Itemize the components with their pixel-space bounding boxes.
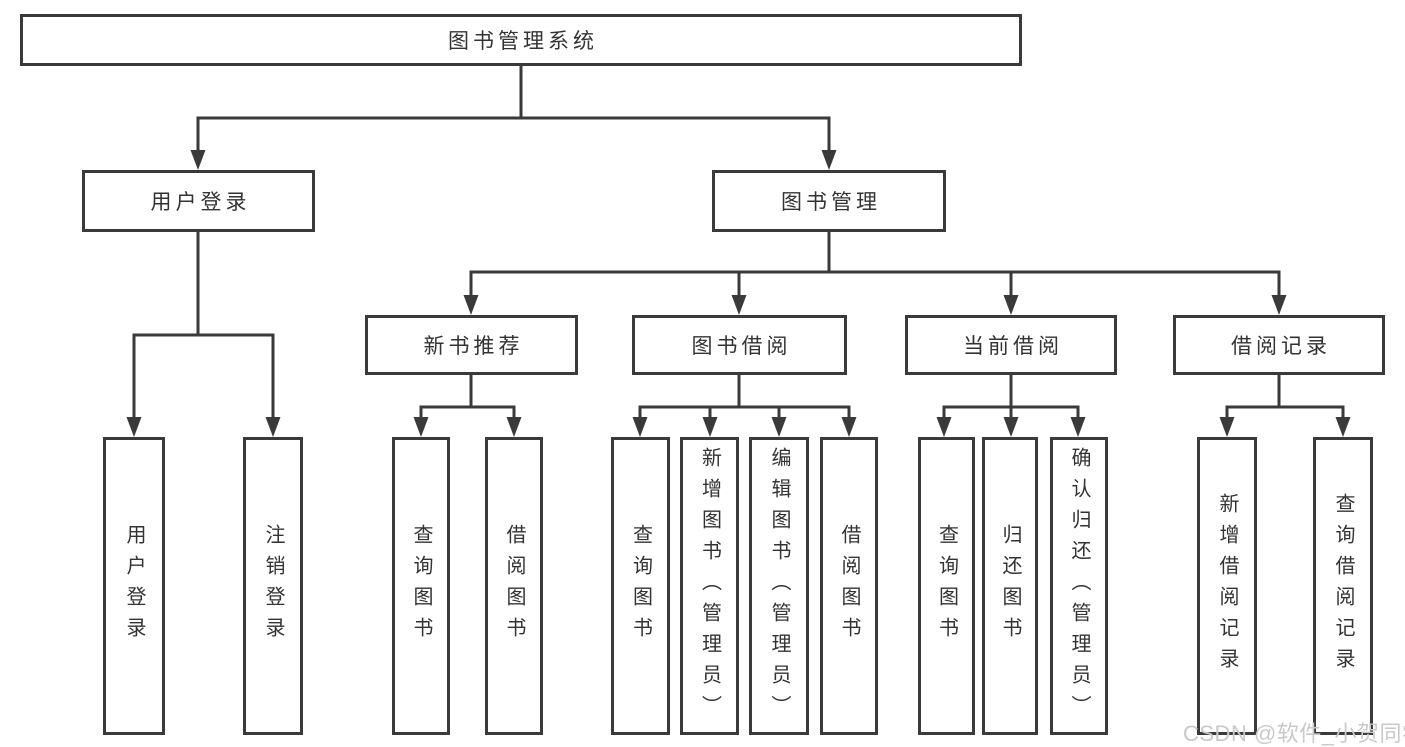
node-leaf-edit-books-admin: 编辑图书（管理员） (749, 437, 809, 735)
node-leaf-logout: 注销登录 (243, 437, 303, 735)
node-leaf-borrow-books-recommend: 借阅图书 (485, 437, 543, 735)
node-leaf-add-borrow-record: 新增借阅记录 (1197, 437, 1257, 735)
node-leaf-query-books-borrowing: 查询图书 (611, 437, 670, 735)
node-leaf-query-borrow-record: 查询借阅记录 (1313, 437, 1373, 735)
node-new-book-recommendation: 新书推荐 (365, 315, 578, 375)
node-leaf-query-books-recommend: 查询图书 (392, 437, 450, 735)
node-book-borrowing: 图书借阅 (632, 315, 847, 375)
node-leaf-user-login: 用户登录 (103, 437, 165, 735)
node-leaf-query-books-current: 查询图书 (918, 437, 975, 735)
node-leaf-add-books-admin: 新增图书（管理员） (680, 437, 739, 735)
node-current-borrowing: 当前借阅 (905, 315, 1117, 375)
csdn-watermark: CSDN @软件_小贺同学 (1183, 721, 1405, 746)
node-book-management: 图书管理 (712, 170, 946, 232)
node-leaf-borrow-books: 借阅图书 (820, 437, 878, 735)
node-leaf-return-books: 归还图书 (982, 437, 1038, 735)
node-borrowing-records: 借阅记录 (1173, 315, 1385, 375)
node-user-login: 用户登录 (82, 170, 315, 232)
node-leaf-confirm-return-admin: 确认归还（管理员） (1050, 437, 1108, 735)
node-book-management-system: 图书管理系统 (20, 14, 1022, 66)
